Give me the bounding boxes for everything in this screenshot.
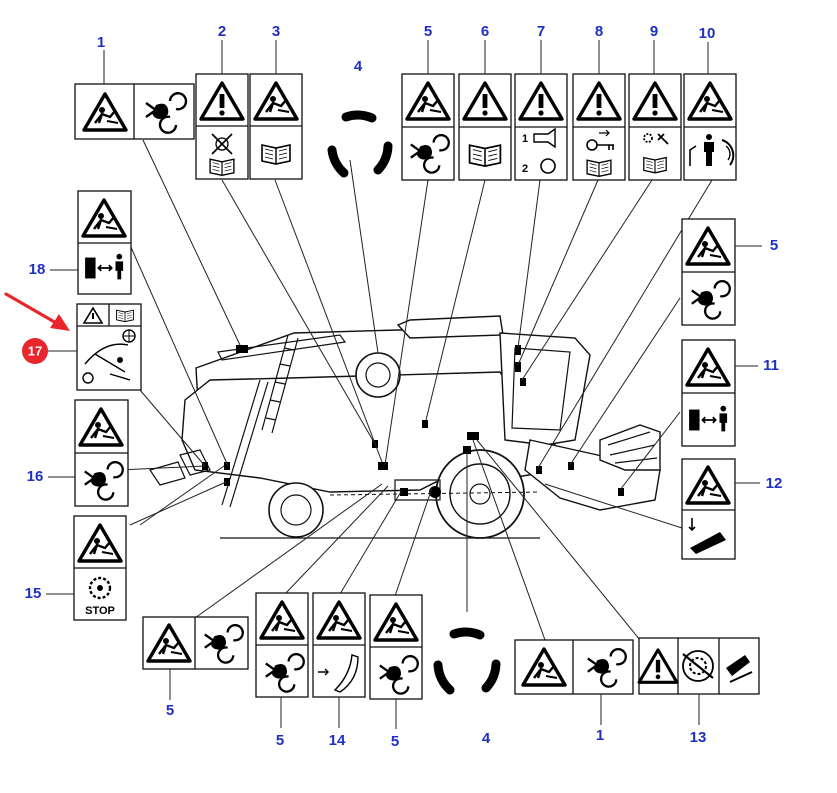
decal-13 [637, 637, 760, 695]
decal-12 [681, 458, 736, 560]
decal-1-bottom [514, 639, 634, 695]
callout-5-bottom-2: 5 [276, 732, 284, 749]
ladder-rungs [265, 347, 295, 421]
callout-5-bottom-1: 5 [166, 702, 174, 719]
callout-1-bottom: 1 [596, 727, 604, 744]
callout-10: 10 [699, 25, 716, 42]
decal-4-bottom [433, 627, 501, 695]
decal-14 [312, 592, 366, 698]
decal-9 [628, 73, 682, 181]
callout-5-top: 5 [424, 23, 432, 40]
decal-5-bottom-3 [369, 594, 423, 700]
decal-5-right [681, 218, 736, 326]
callout-12: 12 [766, 475, 783, 492]
decal-5-top [401, 73, 455, 181]
decal-2 [195, 73, 249, 180]
decal-15: STOP [73, 515, 127, 621]
callout-3: 3 [272, 23, 280, 40]
callout-4-bottom: 4 [482, 730, 491, 747]
reel-bats [607, 431, 658, 464]
callout-17-badge [22, 338, 48, 364]
callout-18: 18 [29, 261, 46, 278]
callout-5-right: 5 [770, 237, 778, 254]
decal-10 [683, 73, 737, 181]
unloader [217, 334, 347, 361]
decal-17 [76, 303, 142, 391]
callout-17: 17 [28, 344, 42, 359]
callout-5-bottom-3: 5 [391, 733, 399, 750]
top-box [396, 315, 504, 339]
callout-1-top: 1 [97, 34, 105, 51]
decal-8 [572, 73, 626, 181]
decal-1-top [74, 83, 195, 140]
callout-13: 13 [690, 729, 707, 746]
callout-8: 8 [595, 23, 603, 40]
decal-5-bottom-2 [255, 592, 309, 698]
decal-5-bottom-1 [142, 616, 249, 670]
decal-18 [77, 190, 132, 295]
front-wheel-hub [469, 483, 491, 505]
horn-label-2: 2 [522, 163, 528, 175]
chopper [149, 461, 186, 486]
decal-7: 1 2 [514, 73, 568, 181]
callout-9: 9 [650, 23, 658, 40]
horn-label-1: 1 [522, 133, 528, 145]
rear-wheel-hub [280, 494, 312, 526]
decal-4-top [327, 110, 393, 178]
combine-harvester [149, 315, 661, 539]
callout-numbers: 1 2 3 4 5 6 7 8 9 10 5 11 12 18 17 16 15… [22, 23, 782, 750]
callout-11: 11 [763, 357, 779, 374]
drive-unit [394, 479, 441, 501]
engine-cover-inner [365, 362, 391, 388]
callout-2: 2 [218, 23, 226, 40]
decal-6 [458, 73, 512, 181]
cab-window [511, 347, 571, 431]
red-pointer-arrow [4, 292, 70, 331]
decal-11 [681, 339, 736, 447]
reel [599, 424, 661, 471]
callout-14: 14 [329, 732, 346, 749]
stop-label: STOP [85, 605, 115, 617]
cab [499, 332, 591, 446]
decal-3 [249, 73, 303, 180]
callout-7: 7 [537, 23, 545, 40]
callout-6: 6 [481, 23, 489, 40]
decal-16 [74, 399, 129, 507]
callout-15: 15 [25, 585, 42, 602]
callout-4-top: 4 [354, 58, 363, 75]
callout-16: 16 [27, 468, 44, 485]
